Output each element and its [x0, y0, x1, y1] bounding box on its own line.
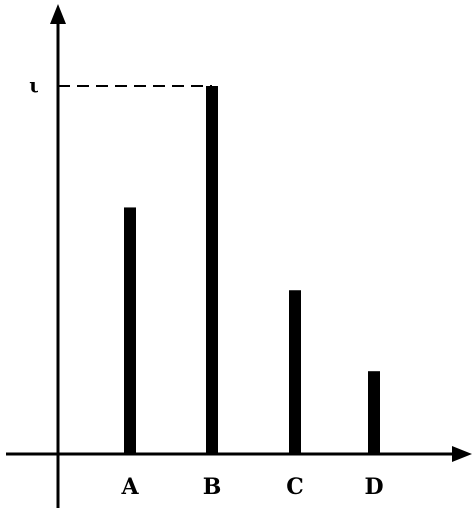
y-axis-arrow — [50, 4, 66, 24]
x-axis-arrow — [452, 446, 472, 462]
category-labels-group: A B C D — [120, 474, 383, 500]
bar-c — [289, 290, 301, 454]
bar-d — [368, 371, 380, 454]
category-label-d: D — [364, 474, 383, 500]
bar-a — [124, 207, 136, 454]
reference-line-label: ι — [29, 73, 39, 97]
category-label-c: C — [286, 474, 304, 500]
bars-group — [124, 86, 380, 454]
category-label-a: A — [120, 474, 139, 500]
bar-b — [206, 86, 218, 454]
category-label-b: B — [203, 474, 222, 500]
